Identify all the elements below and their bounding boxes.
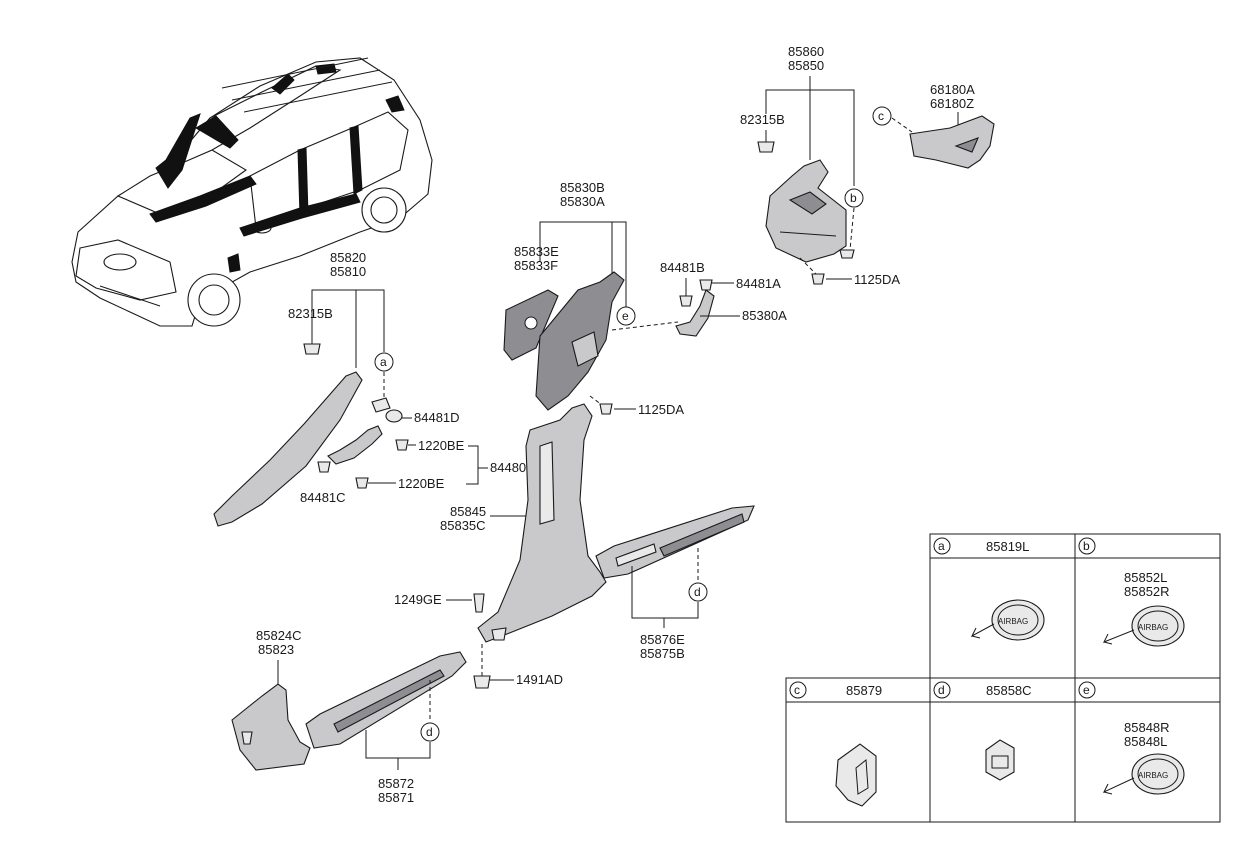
label-85860: 85860 — [788, 44, 824, 59]
legend-c-part: 85879 — [846, 683, 882, 698]
quarter-trim-panel — [765, 159, 847, 263]
callout-a-main-text: a — [380, 355, 387, 369]
airbag-badge-e-icon: AIRBAG — [1102, 753, 1185, 795]
callout-b-top-text: b — [850, 191, 857, 205]
legend-a-part: 85819L — [986, 539, 1029, 554]
cover-68180 — [909, 115, 995, 169]
vehicle-illustration — [71, 57, 433, 327]
center-pillar-lower-group: 85845 85835C 1249GE 1491AD — [394, 403, 607, 689]
legend-table: a 85819L AIRBAG b 85852L 85852R AIRBAG c… — [785, 533, 1221, 823]
clip-85879-icon — [835, 743, 877, 807]
label-85875B: 85875B — [640, 646, 685, 661]
front-pillar-trim — [213, 371, 363, 527]
legend-a-letter: a — [938, 539, 945, 553]
svg-text:AIRBAG: AIRBAG — [998, 617, 1028, 626]
screw-1125DA-mid — [599, 403, 613, 415]
legend-b-part-1: 85852L — [1124, 570, 1167, 585]
legend-b-part-2: 85852R — [1124, 584, 1170, 599]
label-85820: 85820 — [330, 250, 366, 265]
clip-82315B-top — [757, 141, 775, 153]
callout-e — [616, 306, 636, 326]
label-84481D: 84481D — [414, 410, 460, 425]
legend-a-circle — [933, 537, 951, 555]
callout-c-top-text: c — [878, 109, 884, 123]
callout-a-main — [374, 352, 394, 372]
center-pillar-upper-group: 85830B 85830A 85833E 85833F e 1125DA — [503, 180, 684, 417]
label-84481C: 84481C — [300, 490, 346, 505]
legend-b-letter: b — [1083, 539, 1090, 553]
label-85833F: 85833F — [514, 258, 558, 273]
assist-handle-84480 — [327, 425, 383, 465]
legend-d-letter: d — [938, 683, 945, 697]
callout-c-top — [872, 106, 892, 126]
label-85876E: 85876E — [640, 632, 685, 647]
label-85845: 85845 — [450, 504, 486, 519]
kick-panel-group: 85824C 85823 — [231, 628, 311, 771]
label-85810: 85810 — [330, 264, 366, 279]
label-84481B: 84481B — [660, 260, 705, 275]
label-85871: 85871 — [378, 790, 414, 805]
quarter-trim-group: 85860 85850 82315B b 1125DA — [740, 44, 900, 287]
legend-e-part-2: 85848L — [1124, 734, 1167, 749]
legend-e-part-1: 85848R — [1124, 720, 1170, 735]
clip-85858C-icon — [985, 739, 1015, 781]
label-85823: 85823 — [258, 642, 294, 657]
screw-1249GE — [473, 593, 485, 613]
label-68180A: 68180A — [930, 82, 975, 97]
screw-1125DA-top — [811, 273, 825, 285]
label-85830A: 85830A — [560, 194, 605, 209]
callout-e-text: e — [622, 309, 629, 323]
legend-e-circle — [1078, 681, 1096, 699]
callout-d-right — [688, 582, 708, 602]
label-68180Z: 68180Z — [930, 96, 974, 111]
legend-c-circle — [789, 681, 807, 699]
front-pillar-group: 85820 85810 82315B a 84481D 1220BE 84480… — [213, 250, 526, 527]
clip-1491AD — [473, 675, 491, 689]
callout-d-left — [420, 722, 440, 742]
label-82315B-top: 82315B — [740, 112, 785, 127]
label-84480: 84480 — [490, 460, 526, 475]
cover-68180-group: 68180A 68180Z c — [872, 82, 995, 169]
label-85850: 85850 — [788, 58, 824, 73]
label-1220BE-1: 1220BE — [418, 438, 465, 453]
label-82315B-left: 82315B — [288, 306, 333, 321]
legend-e-letter: e — [1083, 683, 1090, 697]
airbag-badge-a-icon: AIRBAG — [970, 599, 1045, 641]
label-85835C: 85835C — [440, 518, 486, 533]
rear-scuff-group: d 85876E 85875B — [595, 505, 755, 661]
clip-82315B-left — [303, 343, 321, 355]
label-1491AD: 1491AD — [516, 672, 563, 687]
label-85872: 85872 — [378, 776, 414, 791]
svg-text:AIRBAG: AIRBAG — [1138, 623, 1168, 632]
label-1249GE: 1249GE — [394, 592, 442, 607]
airbag-badge-b-icon: AIRBAG — [1102, 605, 1185, 647]
label-84481A: 84481A — [736, 276, 781, 291]
legend-d-circle — [933, 681, 951, 699]
label-85824C: 85824C — [256, 628, 302, 643]
label-1125DA-mid: 1125DA — [638, 402, 684, 417]
label-85833E: 85833E — [514, 244, 559, 259]
svg-text:AIRBAG: AIRBAG — [1138, 771, 1168, 780]
callout-b-top — [844, 188, 864, 208]
legend-b-circle — [1078, 537, 1096, 555]
label-85830B: 85830B — [560, 180, 605, 195]
callout-d-right-text: d — [694, 585, 701, 599]
label-1220BE-2: 1220BE — [398, 476, 445, 491]
callout-d-left-text: d — [426, 725, 433, 739]
legend-c-letter: c — [794, 683, 800, 697]
legend-d-part: 85858C — [986, 683, 1032, 698]
label-1125DA-top: 1125DA — [854, 272, 900, 287]
front-scuff-group: d 85872 85871 — [305, 651, 467, 805]
kick-panel — [231, 683, 311, 771]
label-85380A: 85380A — [742, 308, 787, 323]
assist-handle-85380A — [675, 289, 715, 337]
assist-handle-group: 84481B 84481A 85380A — [660, 260, 787, 337]
